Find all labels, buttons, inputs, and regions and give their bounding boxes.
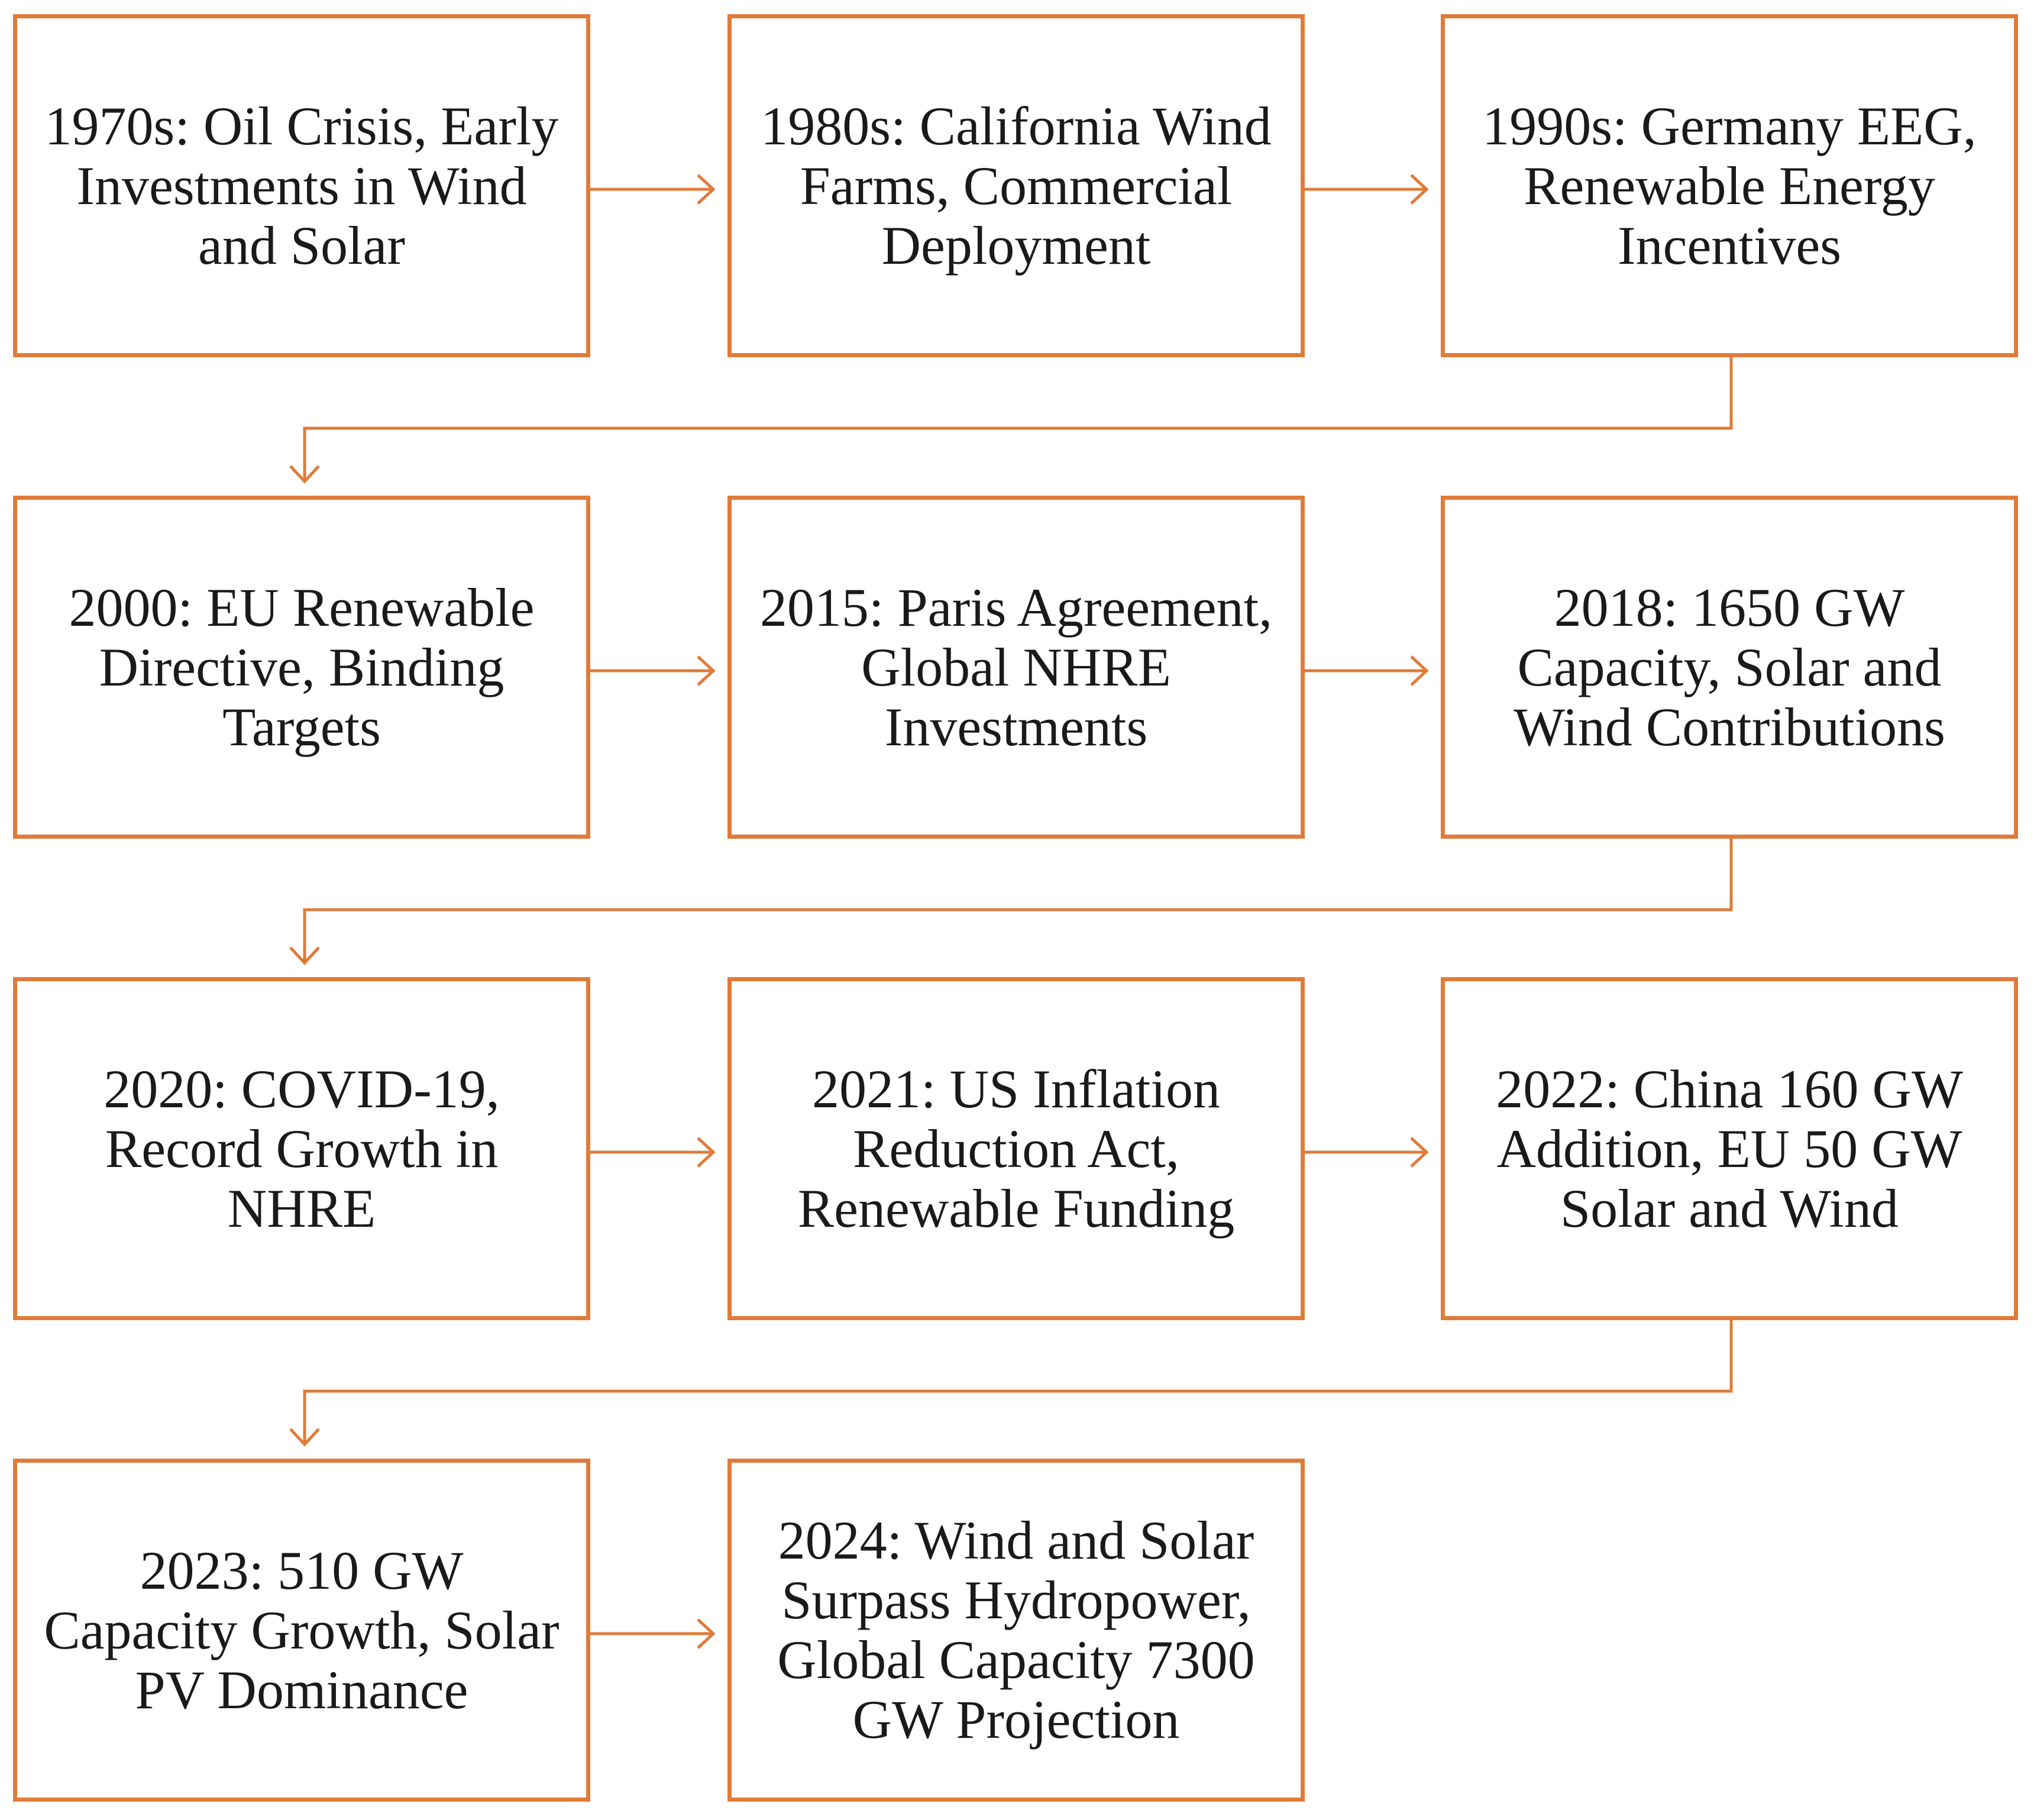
arrow-step1-to-step2 — [590, 174, 716, 205]
step-label: 2018: 1650 GW Capacity, Solar and Wind C… — [1514, 577, 1945, 757]
arrow-step8-to-step9 — [1305, 1137, 1429, 1168]
step-label: 1980s: California Wind Farms, Commercial… — [761, 95, 1272, 276]
arrow-step5-to-step6 — [1305, 655, 1429, 686]
step-label: 2015: Paris Agreement, Global NHRE Inves… — [759, 577, 1273, 757]
step-label: 2020: COVID-19, Record Growth in NHRE — [104, 1058, 500, 1239]
arrow-step6-to-step7 — [289, 839, 1733, 965]
timeline-step-2021: 2021: US Inflation Reduction Act, Renewa… — [727, 977, 1305, 1320]
arrow-step2-to-step3 — [1305, 174, 1429, 205]
arrow-step10-to-step11 — [590, 1618, 716, 1649]
step-label: 1970s: Oil Crisis, Early Investments in … — [44, 95, 559, 276]
step-label: 2024: Wind and Solar Surpass Hydropower,… — [777, 1510, 1255, 1750]
timeline-step-1970s: 1970s: Oil Crisis, Early Investments in … — [13, 14, 590, 357]
step-label: 2023: 510 GW Capacity Growth, Solar PV D… — [44, 1540, 560, 1720]
step-label: 2000: EU Renewable Directive, Binding Ta… — [69, 577, 535, 757]
timeline-step-2000: 2000: EU Renewable Directive, Binding Ta… — [13, 496, 590, 839]
timeline-step-2018: 2018: 1650 GW Capacity, Solar and Wind C… — [1441, 496, 2018, 839]
timeline-step-2024: 2024: Wind and Solar Surpass Hydropower,… — [727, 1459, 1305, 1802]
step-label: 2021: US Inflation Reduction Act, Renewa… — [797, 1058, 1235, 1239]
step-label: 2022: China 160 GW Addition, EU 50 GW So… — [1496, 1058, 1963, 1239]
arrow-step9-to-step10 — [289, 1320, 1733, 1447]
timeline-step-1990s: 1990s: Germany EEG, Renewable Energy Inc… — [1441, 14, 2018, 357]
arrow-step7-to-step8 — [590, 1137, 716, 1168]
arrow-step3-to-step4 — [289, 357, 1733, 484]
timeline-step-2020: 2020: COVID-19, Record Growth in NHRE — [13, 977, 590, 1320]
timeline-step-2022: 2022: China 160 GW Addition, EU 50 GW So… — [1441, 977, 2018, 1320]
arrow-step4-to-step5 — [590, 655, 716, 686]
timeline-step-2015: 2015: Paris Agreement, Global NHRE Inves… — [727, 496, 1305, 839]
timeline-step-2023: 2023: 510 GW Capacity Growth, Solar PV D… — [13, 1459, 590, 1802]
step-label: 1990s: Germany EEG, Renewable Energy Inc… — [1482, 95, 1977, 276]
timeline-step-1980s: 1980s: California Wind Farms, Commercial… — [727, 14, 1305, 357]
